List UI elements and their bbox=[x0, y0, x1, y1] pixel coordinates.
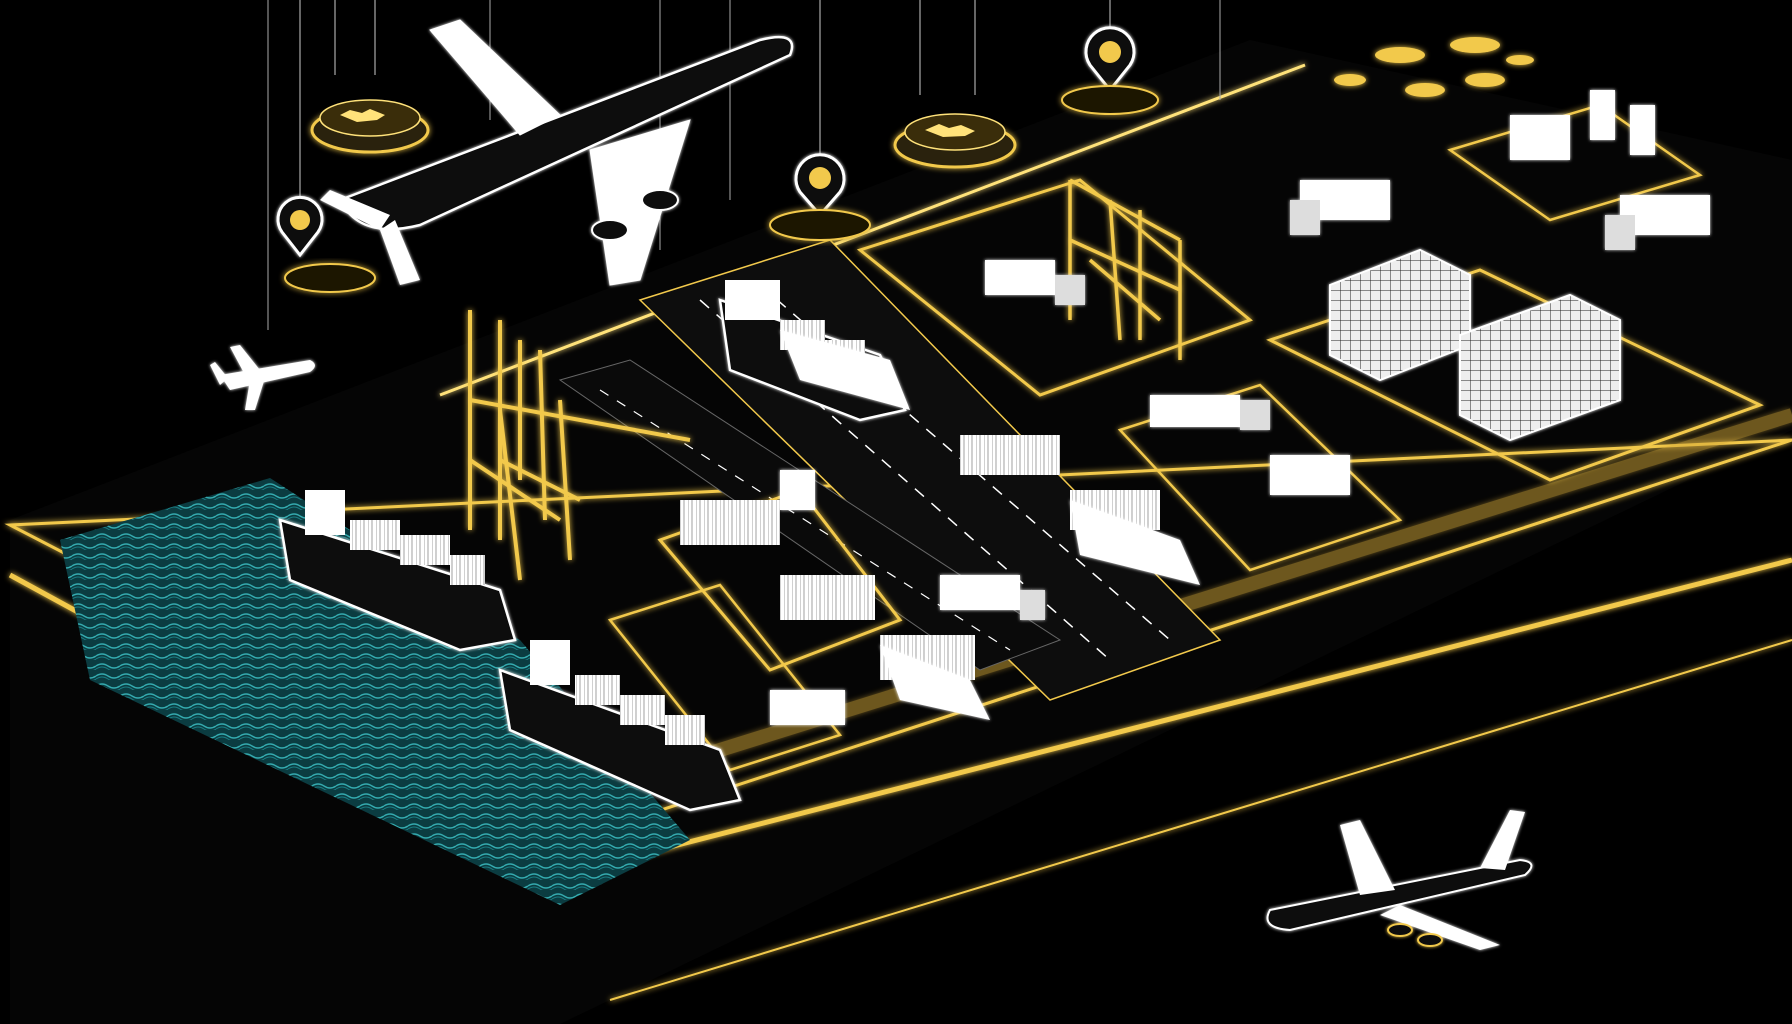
world-disc-icon bbox=[310, 0, 430, 154]
drones bbox=[1334, 37, 1534, 97]
hanging-pins bbox=[276, 0, 1159, 293]
trucks bbox=[770, 180, 1710, 725]
person-pin-icon bbox=[1061, 0, 1159, 115]
large-airliner bbox=[320, 19, 794, 286]
warehouses bbox=[1329, 248, 1621, 442]
small-plane bbox=[210, 345, 315, 410]
globe-disc-icon bbox=[769, 0, 871, 241]
worker-pin-icon bbox=[276, 0, 376, 293]
gantry-crane-2 bbox=[1068, 178, 1182, 360]
container-ship-2 bbox=[498, 640, 742, 812]
gantry-crane-1 bbox=[468, 310, 691, 581]
equipment-racks bbox=[1510, 90, 1655, 160]
container-stacks bbox=[680, 330, 1200, 720]
container-ship-1 bbox=[278, 490, 517, 652]
plane-on-runway bbox=[1266, 810, 1533, 950]
globe-disc-icon-2 bbox=[893, 0, 1017, 169]
harbor-water bbox=[60, 478, 690, 905]
